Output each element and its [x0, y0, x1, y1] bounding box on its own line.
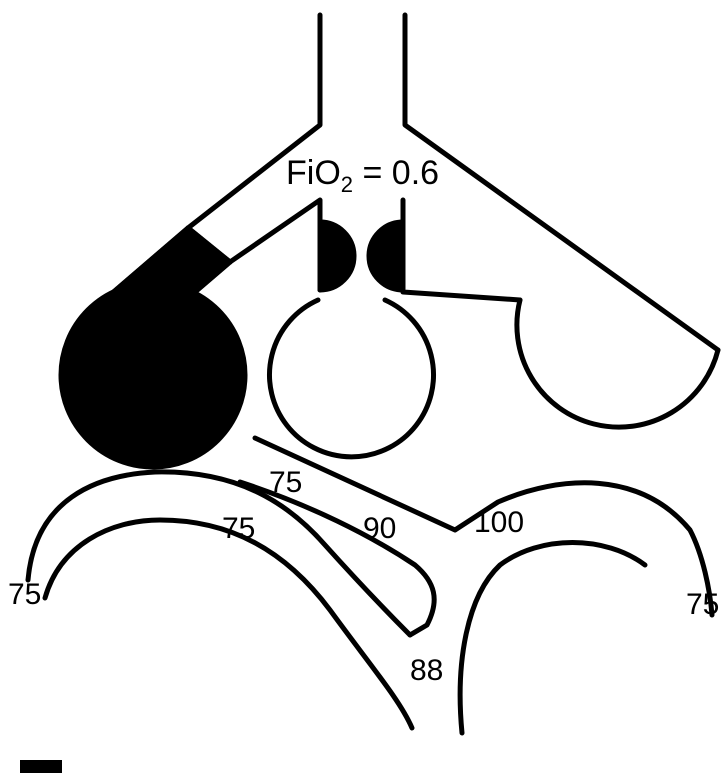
label-left-inner: 75	[222, 512, 255, 545]
left-bronchus-wall	[230, 200, 320, 290]
airway-narrowing-left	[320, 222, 354, 290]
left-vessel-inner	[45, 520, 412, 728]
label-bottom: 88	[410, 654, 443, 687]
trachea-right-wall	[405, 15, 718, 350]
label-left-outer: 75	[8, 578, 41, 611]
alveolus-middle	[269, 300, 433, 457]
trachea-left-wall	[188, 15, 320, 262]
label-junction: 100	[474, 506, 524, 539]
alveolus-left-filled	[61, 283, 245, 467]
page-edge-mark	[20, 760, 62, 773]
left-vessel-outer	[28, 472, 410, 635]
label-middle-lower: 90	[363, 512, 396, 545]
label-middle-upper: 75	[269, 466, 302, 499]
capillary-vessels	[28, 438, 712, 733]
label-right: 75	[686, 588, 719, 621]
airway-narrowing-right	[369, 222, 403, 290]
middle-bronchus-wall	[403, 200, 520, 300]
alveolus-right	[517, 300, 718, 427]
right-vessel-inner	[460, 543, 645, 734]
fio2-label: FiO2 = 0.6	[286, 154, 439, 197]
